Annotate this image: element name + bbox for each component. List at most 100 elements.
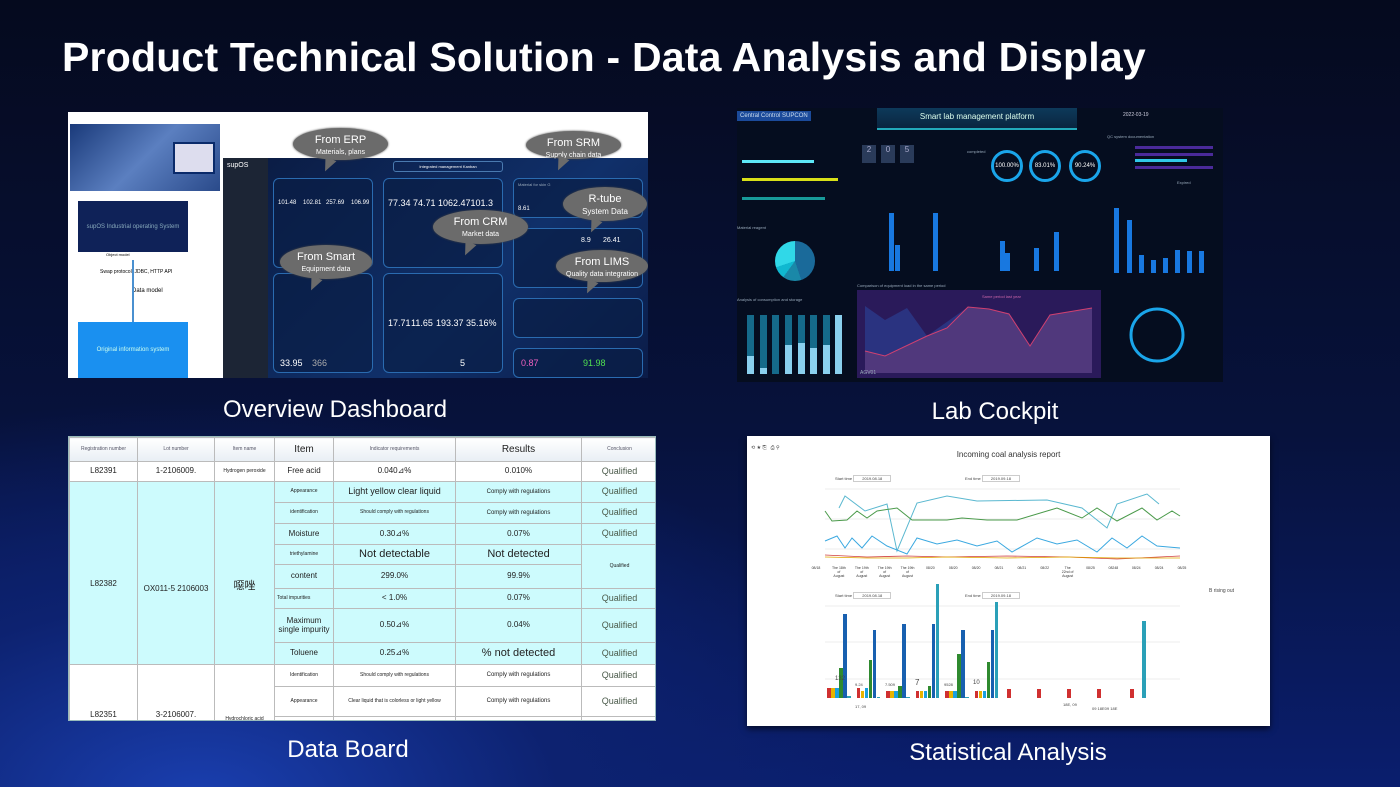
value: 8.61 — [518, 206, 530, 212]
x-label: 08/18 — [811, 566, 821, 570]
bar — [872, 629, 876, 698]
x-label: 08248 — [1108, 566, 1119, 570]
header-conclusion: Conclusion — [581, 437, 655, 462]
x-label: 08/22 — [1040, 566, 1050, 570]
x-label: The 19th of August — [854, 566, 869, 578]
caption-stats: Statistical Analysis — [909, 739, 1107, 766]
x-label: 08/21 — [994, 566, 1004, 570]
agv-tab[interactable]: AGV01 — [860, 370, 877, 376]
bar — [868, 659, 872, 698]
counter-digit: 5 — [900, 145, 914, 163]
bar — [847, 695, 851, 698]
bar — [843, 614, 847, 698]
material-label: Material for skin G — [518, 182, 551, 187]
start-input-2[interactable]: 2019.08.18 — [853, 592, 892, 599]
cell: 0.50⊿% — [333, 608, 456, 643]
table-header: Registration number Lot number Item name… — [69, 437, 655, 462]
bar — [839, 668, 843, 698]
bar-label: 17, 09 — [855, 704, 867, 709]
slide-title: Product Technical Solution - Data Analys… — [62, 34, 1146, 80]
cell: Clear liquid that is colorless or light … — [333, 686, 456, 717]
cell: Appearance — [274, 481, 334, 503]
header-item: Item — [274, 437, 334, 462]
legend-same-period: Same period last year — [982, 294, 1021, 299]
cell: Should comply with regulations — [333, 502, 456, 524]
cell: Total impurities — [274, 588, 334, 609]
cell: Identification — [274, 664, 334, 687]
value: 26.41 — [603, 237, 621, 244]
cell: Hydrogen peroxide — [214, 461, 275, 482]
lab-charts — [747, 208, 1204, 378]
bar — [986, 662, 990, 698]
x-label: 08/24 — [1131, 566, 1141, 570]
header-item-name: Item name — [214, 437, 275, 462]
start-input[interactable]: 2019.08.18 — [853, 475, 892, 482]
toolbar-icons[interactable]: ⟲ ★ ⎘ ⎙ ⚲ — [751, 445, 780, 451]
end-input[interactable]: 2019.09.18 — [981, 475, 1020, 482]
report-title: Incoming coal analysis report — [956, 450, 1061, 459]
x-label: The 22nd of August — [1061, 566, 1074, 578]
header-results: Results — [455, 437, 582, 462]
cell: 1-2106009. — [137, 461, 215, 482]
table-row: Appearance Clear liquid that is colorles… — [70, 686, 655, 717]
stats-charts — [824, 488, 1181, 680]
bar — [982, 690, 986, 698]
bar — [919, 690, 923, 698]
value: 17.71 — [388, 318, 411, 328]
cell: 0.07% — [455, 588, 582, 609]
bar-chart — [747, 436, 1270, 726]
end-label: End time — [965, 476, 981, 481]
x-label: The 18th of August — [831, 566, 846, 578]
bar — [978, 690, 982, 698]
cell: Comply with regulations — [455, 664, 582, 687]
cell: Appearance — [274, 686, 334, 717]
bar — [831, 688, 835, 698]
bar-label: 132 — [835, 676, 846, 682]
cell: Qualified — [581, 461, 655, 482]
bar — [974, 690, 978, 698]
pie-chart — [775, 241, 815, 281]
bar — [949, 690, 953, 698]
cell: OX011-5 2106003 — [137, 481, 215, 665]
cell: 0.04% — [455, 608, 582, 643]
bar — [961, 629, 965, 698]
value: 106.99 — [351, 200, 370, 206]
value: 5 — [460, 358, 466, 368]
cell: Qualified — [581, 686, 655, 717]
cell: Qualified — [581, 642, 655, 665]
end-input-2[interactable]: 2019.09.18 — [981, 592, 1020, 599]
value: 77.34 — [388, 198, 411, 208]
cell: Qualified — [581, 588, 655, 609]
bar — [1007, 689, 1011, 698]
cell: 0.30⊿% — [333, 523, 456, 545]
bar — [864, 688, 868, 698]
cell: 299.0% — [333, 564, 456, 589]
swap-protocol-label: Swap protocol: JDBC, HTTP API — [100, 269, 173, 275]
ring-gauge: 83.01% — [1029, 150, 1061, 182]
table-row: identification Should comply with regula… — [70, 502, 655, 524]
completed-label: completed — [967, 149, 986, 154]
cell: < 1.0% — [333, 588, 456, 609]
cell: Comply with regulations — [455, 686, 582, 717]
counter-digit: 2 — [862, 145, 876, 163]
start-label-2: Start time — [835, 593, 853, 598]
caption-overview: Overview Dashboard — [222, 396, 448, 423]
cell: 噁唑 — [214, 481, 275, 665]
bar — [860, 690, 864, 698]
bar — [994, 602, 998, 698]
value: 74.71 — [413, 198, 436, 208]
value: 91.98 — [583, 358, 606, 368]
bar — [957, 653, 961, 698]
bar — [876, 696, 880, 698]
lab-brand: Central Control SUPCON — [737, 111, 811, 121]
table-row: L82351 3-2106007. Hydrochloric acid Iden… — [69, 664, 655, 720]
cell: 0.040⊿% — [333, 461, 456, 482]
original-system-box: Original information system — [78, 322, 188, 378]
cell: triethylamine — [274, 544, 334, 565]
x-label: 08/25 — [1086, 566, 1095, 570]
bar-label: 9.24 — [855, 682, 863, 687]
cell: Not detectable — [333, 544, 456, 565]
value: 0.87 — [521, 358, 539, 368]
